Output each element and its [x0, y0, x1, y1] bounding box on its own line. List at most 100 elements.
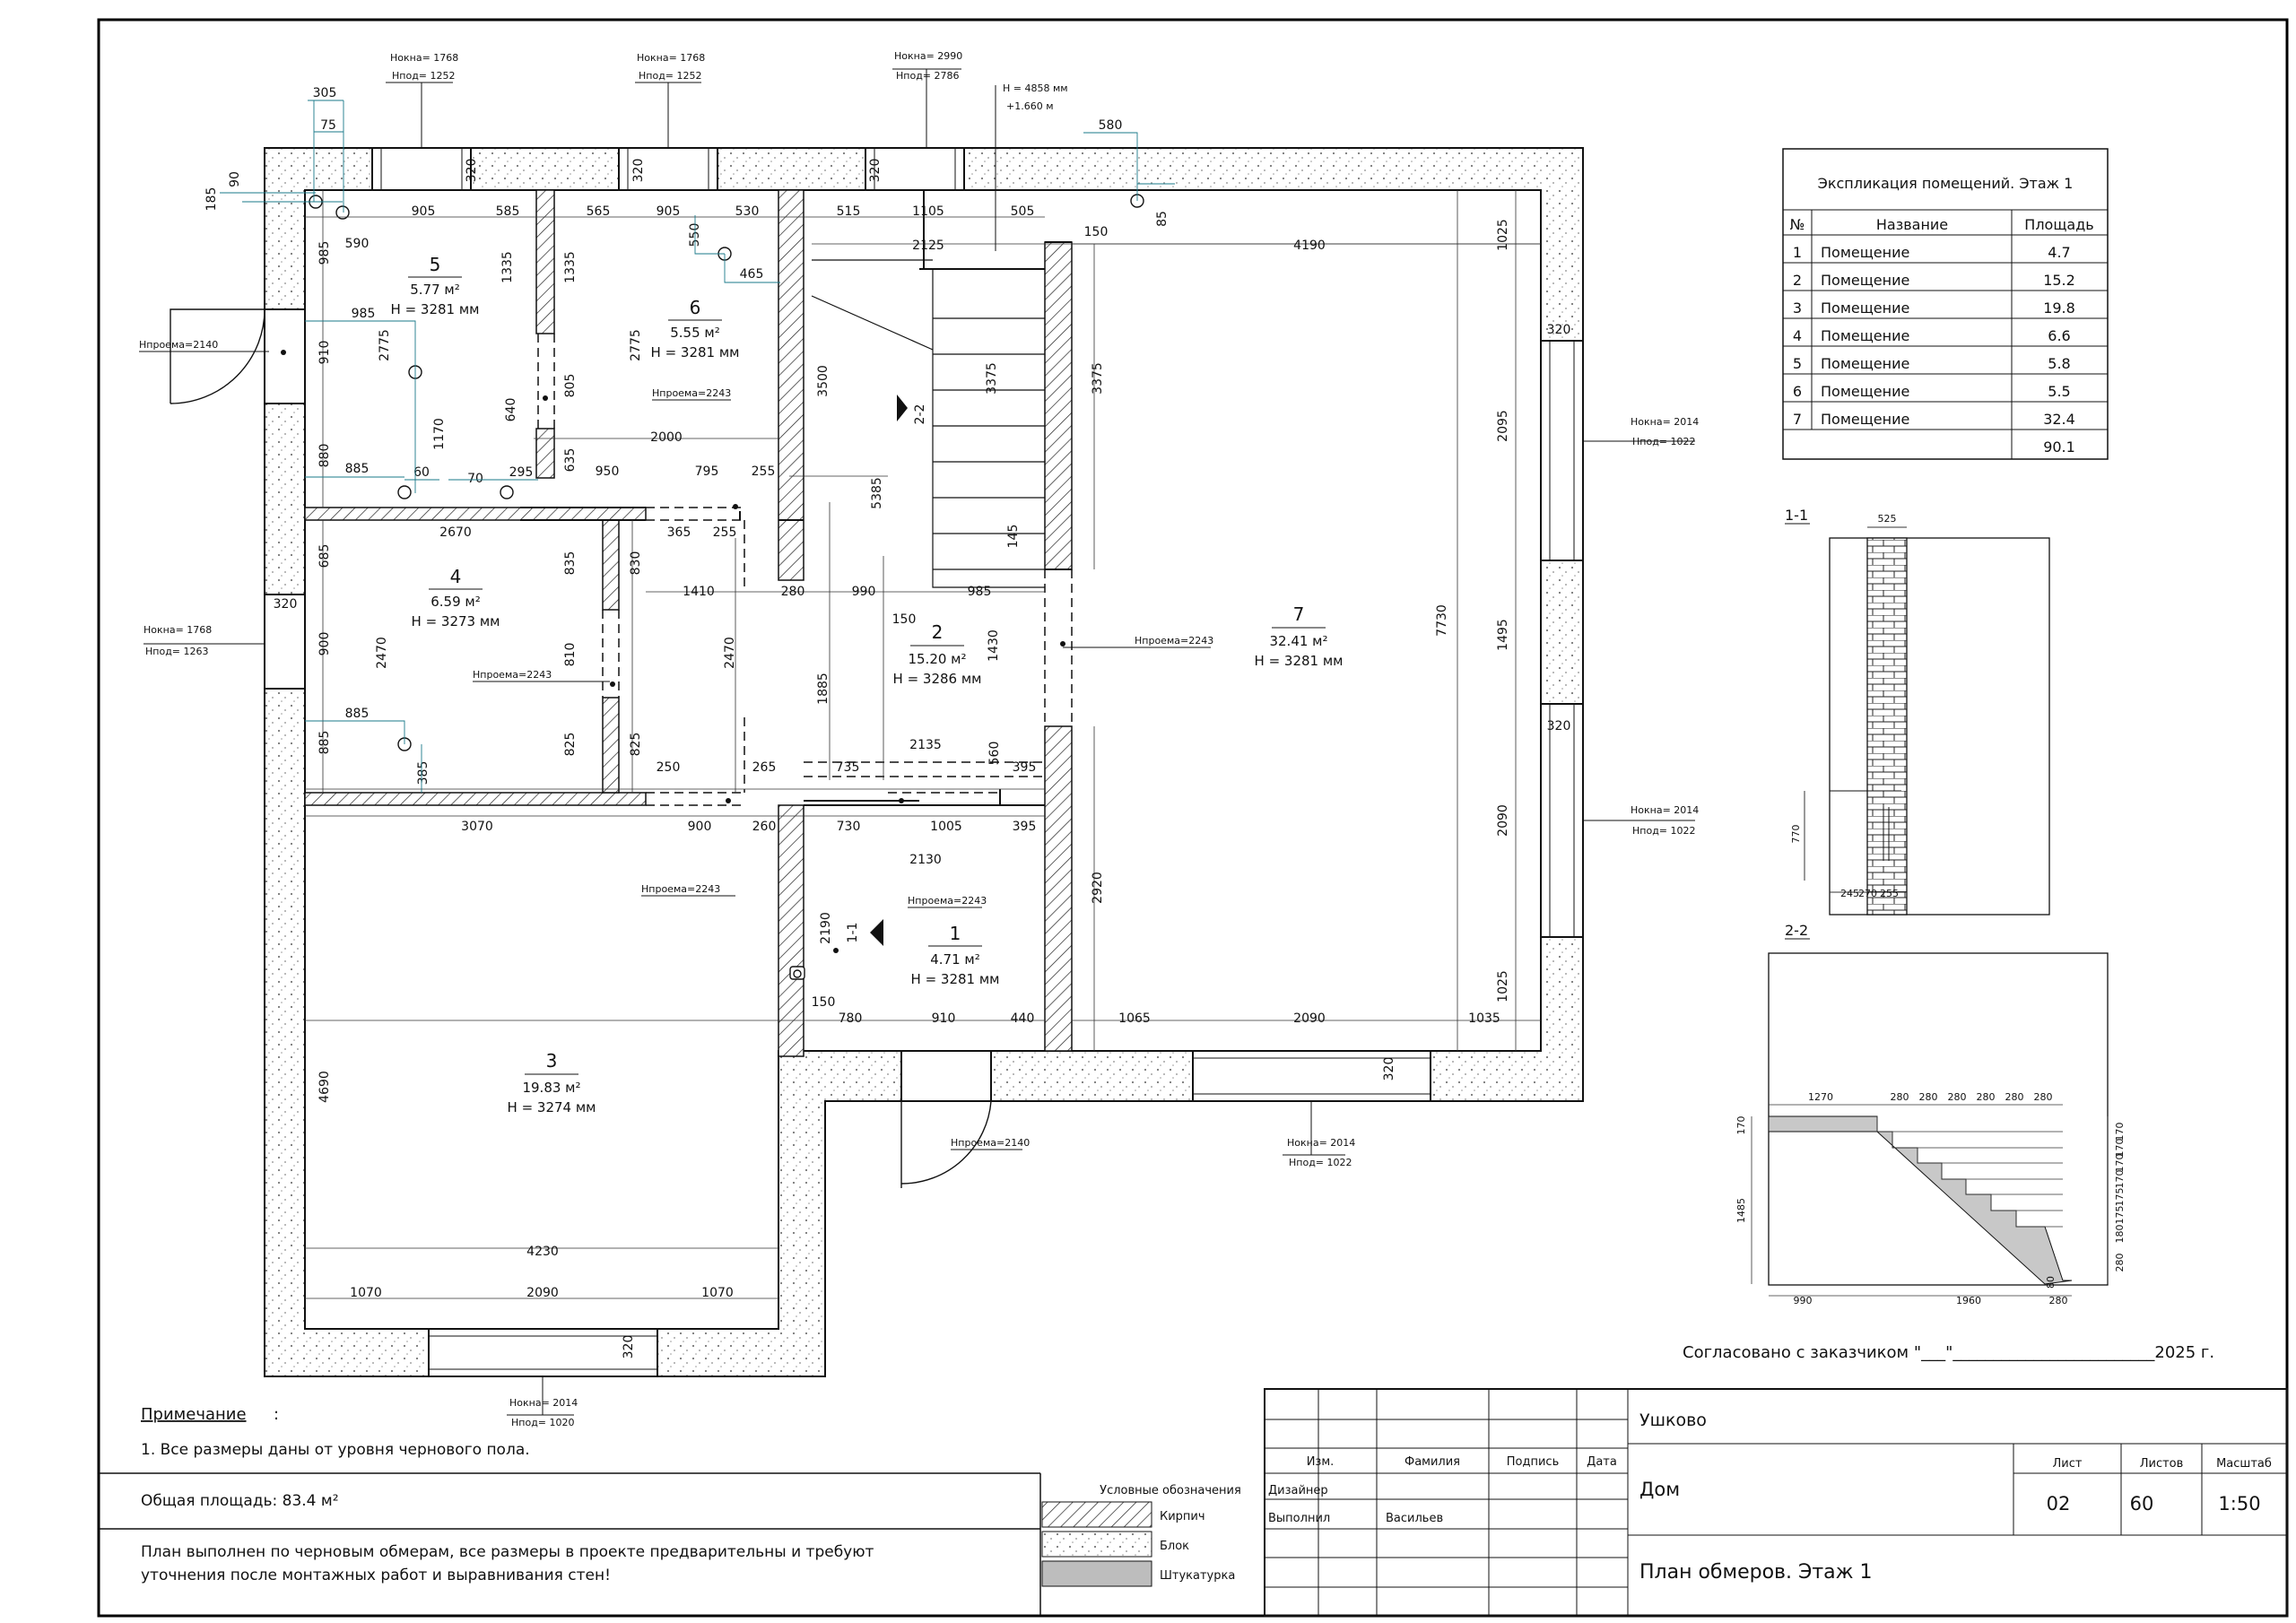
svg-text:395: 395: [1013, 820, 1037, 834]
svg-text:H = 4858 мм: H = 4858 мм: [1003, 82, 1068, 94]
svg-text:1-1: 1-1: [846, 923, 860, 943]
svg-text:320: 320: [274, 597, 298, 612]
room-schedule-table: Экспликация помещений. Этаж 1 № Название…: [1782, 148, 2109, 460]
svg-text:4690: 4690: [317, 1071, 332, 1103]
svg-text:395: 395: [1013, 760, 1037, 775]
svg-text:2090: 2090: [1496, 804, 1510, 837]
svg-text:170: 170: [2114, 1154, 2126, 1173]
svg-text:280: 280: [1919, 1091, 1938, 1103]
svg-text:525: 525: [1878, 513, 1897, 525]
svg-text:15.2: 15.2: [2043, 272, 2075, 289]
svg-text:H = 3286 мм: H = 3286 мм: [893, 671, 982, 687]
svg-text:730: 730: [837, 820, 861, 834]
svg-text:85: 85: [1155, 211, 1170, 227]
room-3-label: 3 19.83 м² H = 3274 мм: [508, 1050, 596, 1115]
svg-text:Hпроема=2243: Hпроема=2243: [473, 669, 552, 681]
svg-text:H = 3281 мм: H = 3281 мм: [1255, 653, 1344, 669]
svg-text:295: 295: [509, 465, 534, 480]
svg-text:Дом: Дом: [1639, 1479, 1680, 1500]
svg-text:910: 910: [932, 1011, 956, 1026]
svg-text:320: 320: [1547, 323, 1571, 337]
svg-text:6: 6: [1793, 383, 1802, 400]
svg-text:1270: 1270: [1808, 1091, 1833, 1103]
room-2-label: 2 15.20 м² H = 3286 мм: [893, 621, 982, 687]
svg-text:Помещение: Помещение: [1821, 355, 1909, 372]
svg-text:1885: 1885: [816, 673, 831, 705]
svg-text:Название: Название: [1876, 216, 1948, 233]
svg-text:6.6: 6.6: [2048, 327, 2070, 344]
svg-text:Листов: Листов: [2140, 1457, 2184, 1471]
svg-text:990: 990: [1794, 1295, 1813, 1306]
svg-text:780: 780: [839, 1011, 863, 1026]
svg-text:Подпись: Подпись: [1507, 1455, 1559, 1469]
room-7-label: 7 32.41 м² H = 3281 мм: [1255, 603, 1344, 669]
svg-text:3500: 3500: [816, 365, 831, 397]
svg-text:2: 2: [932, 621, 944, 643]
svg-text:Общая площадь: 83.4 м²: Общая площадь: 83.4 м²: [141, 1492, 339, 1510]
svg-text:60: 60: [2130, 1493, 2154, 1515]
svg-text:4230: 4230: [526, 1245, 559, 1259]
svg-text:32.4: 32.4: [2043, 411, 2075, 428]
svg-text:19.8: 19.8: [2043, 299, 2075, 317]
svg-text:1070: 1070: [701, 1286, 734, 1300]
svg-text:320: 320: [1382, 1057, 1396, 1081]
svg-text:830: 830: [629, 551, 643, 576]
window-callouts: [144, 68, 1695, 1416]
svg-text:585: 585: [496, 204, 520, 219]
section-2-2: 2-2 1270 280 280 280 280 280 280 170 148…: [1735, 922, 2126, 1306]
svg-text:Hпроема=2243: Hпроема=2243: [1135, 635, 1213, 647]
svg-text:985: 985: [352, 307, 376, 321]
svg-text:900: 900: [688, 820, 712, 834]
svg-text:H = 3281 мм: H = 3281 мм: [651, 344, 740, 360]
svg-text:580: 580: [1099, 118, 1123, 133]
svg-text:15.20 м²: 15.20 м²: [908, 651, 966, 667]
svg-text:505: 505: [1011, 204, 1035, 219]
svg-text:985: 985: [317, 241, 332, 265]
svg-text:Лист: Лист: [2053, 1457, 2083, 1471]
svg-text:280: 280: [2114, 1254, 2126, 1272]
svg-text:Hпод= 1252: Hпод= 1252: [639, 70, 702, 82]
door-swings: [170, 308, 992, 1188]
svg-text:Кирпич: Кирпич: [1160, 1510, 1205, 1523]
svg-text:2-2: 2-2: [913, 404, 927, 425]
svg-text:Hокна= 2014: Hокна= 2014: [1631, 804, 1699, 816]
svg-text:2090: 2090: [526, 1286, 559, 1300]
svg-text:02: 02: [2047, 1493, 2071, 1515]
svg-text:2000: 2000: [650, 430, 683, 445]
svg-text:1:50: 1:50: [2218, 1493, 2260, 1515]
svg-text:Hпроема=2243: Hпроема=2243: [652, 387, 731, 399]
svg-text:900: 900: [317, 632, 332, 656]
svg-text:5385: 5385: [870, 477, 884, 509]
svg-text:Hокна= 2014: Hокна= 2014: [509, 1397, 578, 1409]
svg-text:150: 150: [812, 995, 836, 1010]
svg-text:H = 3274 мм: H = 3274 мм: [508, 1099, 596, 1115]
svg-text:1025: 1025: [1496, 219, 1510, 251]
svg-text:Hпод= 1252: Hпод= 1252: [392, 70, 456, 82]
svg-text:H = 3281 мм: H = 3281 мм: [911, 971, 1000, 987]
svg-text:3: 3: [1793, 299, 1802, 317]
svg-text:270: 270: [1858, 888, 1877, 899]
svg-text:4190: 4190: [1293, 239, 1326, 253]
svg-text:Выполнил: Выполнил: [1268, 1512, 1330, 1525]
svg-text:145: 145: [1006, 525, 1021, 549]
svg-text:Помещение: Помещение: [1821, 411, 1909, 428]
agreement-line: Согласовано с заказчиком "___"__________…: [1683, 1343, 2214, 1362]
svg-text:1335: 1335: [563, 251, 578, 283]
svg-text:1070: 1070: [350, 1286, 382, 1300]
svg-text:770: 770: [1790, 825, 1802, 844]
svg-text:905: 905: [412, 204, 436, 219]
svg-text:245: 245: [1840, 888, 1859, 899]
svg-text:Hокна= 1768: Hокна= 1768: [390, 52, 458, 64]
svg-text:Штукатурка: Штукатурка: [1160, 1569, 1235, 1583]
svg-text:1: 1: [950, 923, 961, 944]
svg-text::: :: [274, 1405, 279, 1424]
svg-text:170: 170: [2114, 1170, 2126, 1189]
svg-text:150: 150: [1084, 225, 1109, 239]
svg-text:2095: 2095: [1496, 410, 1510, 442]
svg-text:4: 4: [450, 566, 462, 587]
svg-text:Hпод= 1263: Hпод= 1263: [145, 646, 209, 657]
svg-text:685: 685: [317, 544, 332, 568]
svg-text:1105: 1105: [912, 204, 944, 219]
svg-text:Помещение: Помещение: [1821, 327, 1909, 344]
room-1-label: 1 4.71 м² H = 3281 мм: [911, 923, 1000, 987]
